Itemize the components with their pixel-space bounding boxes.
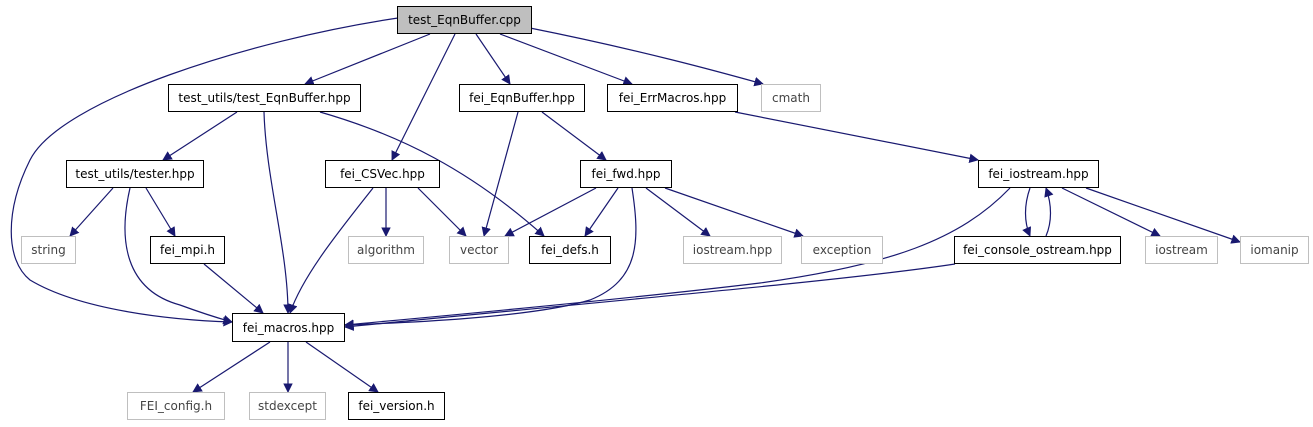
node-exception[interactable]: exception: [801, 236, 883, 264]
node-iostream[interactable]: iostream: [1145, 236, 1218, 264]
edge-test-eqnbuffer-cpp-to-fei-errmacros-hpp: [499, 33, 633, 86]
edge-fei-fwd-hpp-to-iostream-hpp: [645, 187, 711, 237]
edge-fei-console-ostream-hpp-to-fei-macros-hpp: [344, 263, 956, 331]
node-fei-macros-hpp[interactable]: fei_macros.hpp: [232, 313, 345, 342]
edge-fei-iostream-hpp-to-iostream: [1061, 187, 1161, 237]
node-fei-iostream-hpp[interactable]: fei_iostream.hpp: [978, 160, 1099, 188]
node-test-utils-test-eqnbuffer-hpp[interactable]: test_utils/test_EqnBuffer.hpp: [168, 84, 361, 112]
edge-test-utils-test-eqnbuffer-hpp-to-test-utils-tester-hpp: [162, 111, 238, 161]
edge-test-utils-tester-hpp-to-string: [69, 187, 114, 237]
edge-fei-iostream-hpp-to-iomanip: [1085, 187, 1241, 244]
edge-fei-csvec-hpp-to-fei-macros-hpp: [288, 187, 374, 314]
edge-test-utils-test-eqnbuffer-hpp-to-fei-macros-hpp: [263, 111, 293, 314]
edge-test-eqnbuffer-cpp-to-fei-csvec-hpp: [391, 33, 456, 161]
edge-test-eqnbuffer-cpp-to-test-utils-test-eqnbuffer-hpp: [304, 33, 431, 86]
node-fei-eqnbuffer-hpp[interactable]: fei_EqnBuffer.hpp: [459, 84, 585, 112]
edge-fei-csvec-hpp-to-vector: [417, 187, 467, 237]
edge-fei-macros-hpp-to-fei-config-h: [192, 341, 271, 393]
edge-fei-console-ostream-hpp-to-fei-iostream-hpp: [1044, 187, 1054, 237]
node-algorithm[interactable]: algorithm: [348, 236, 424, 264]
edge-test-eqnbuffer-cpp-to-fei-eqnbuffer-hpp: [475, 33, 511, 85]
node-fei-fwd-hpp[interactable]: fei_fwd.hpp: [580, 160, 672, 188]
edge-test-utils-test-eqnbuffer-hpp-to-fei-defs-h: [319, 111, 545, 237]
edge-test-utils-tester-hpp-to-fei-mpi-h: [145, 187, 176, 237]
edge-test-eqnbuffer-cpp-to-cmath: [529, 27, 764, 87]
node-fei-console-ostream-hpp[interactable]: fei_console_ostream.hpp: [954, 236, 1121, 264]
node-iomanip[interactable]: iomanip: [1240, 236, 1309, 264]
node-iostream-hpp[interactable]: iostream.hpp: [683, 236, 782, 264]
node-fei-errmacros-hpp[interactable]: fei_ErrMacros.hpp: [607, 84, 738, 112]
edge-fei-mpi-h-to-fei-macros-hpp: [203, 263, 264, 314]
node-fei-config-h[interactable]: FEI_config.h: [127, 392, 225, 420]
edge-fei-fwd-hpp-to-fei-defs-h: [584, 187, 619, 237]
edge-test-utils-tester-hpp-to-fei-macros-hpp: [124, 187, 233, 325]
edge-fei-errmacros-hpp-to-fei-iostream-hpp: [734, 111, 979, 164]
edge-fei-iostream-hpp-to-fei-macros-hpp: [344, 187, 1011, 329]
edge-fei-eqnbuffer-hpp-to-fei-fwd-hpp: [541, 111, 607, 161]
node-test-eqnbuffer-cpp[interactable]: test_EqnBuffer.cpp: [397, 6, 532, 34]
node-string[interactable]: string: [21, 236, 76, 264]
edge-test-eqnbuffer-cpp-to-fei-macros-hpp: [10, 17, 399, 327]
node-vector[interactable]: vector: [449, 236, 509, 264]
node-cmath[interactable]: cmath: [761, 84, 821, 112]
node-fei-defs-h[interactable]: fei_defs.h: [529, 236, 611, 264]
edge-fei-fwd-hpp-to-exception: [664, 187, 804, 238]
node-test-utils-tester-hpp[interactable]: test_utils/tester.hpp: [66, 160, 204, 188]
node-fei-csvec-hpp[interactable]: fei_CSVec.hpp: [325, 160, 440, 188]
node-fei-mpi-h[interactable]: fei_mpi.h: [150, 236, 225, 264]
edge-fei-eqnbuffer-hpp-to-vector: [481, 111, 519, 237]
node-stdexcept[interactable]: stdexcept: [249, 392, 326, 420]
edge-fei-iostream-hpp-to-fei-console-ostream-hpp: [1022, 187, 1032, 237]
node-fei-version-h[interactable]: fei_version.h: [348, 392, 445, 420]
edge-fei-fwd-hpp-to-vector: [504, 187, 597, 237]
edge-fei-macros-hpp-to-fei-version-h: [305, 341, 379, 393]
